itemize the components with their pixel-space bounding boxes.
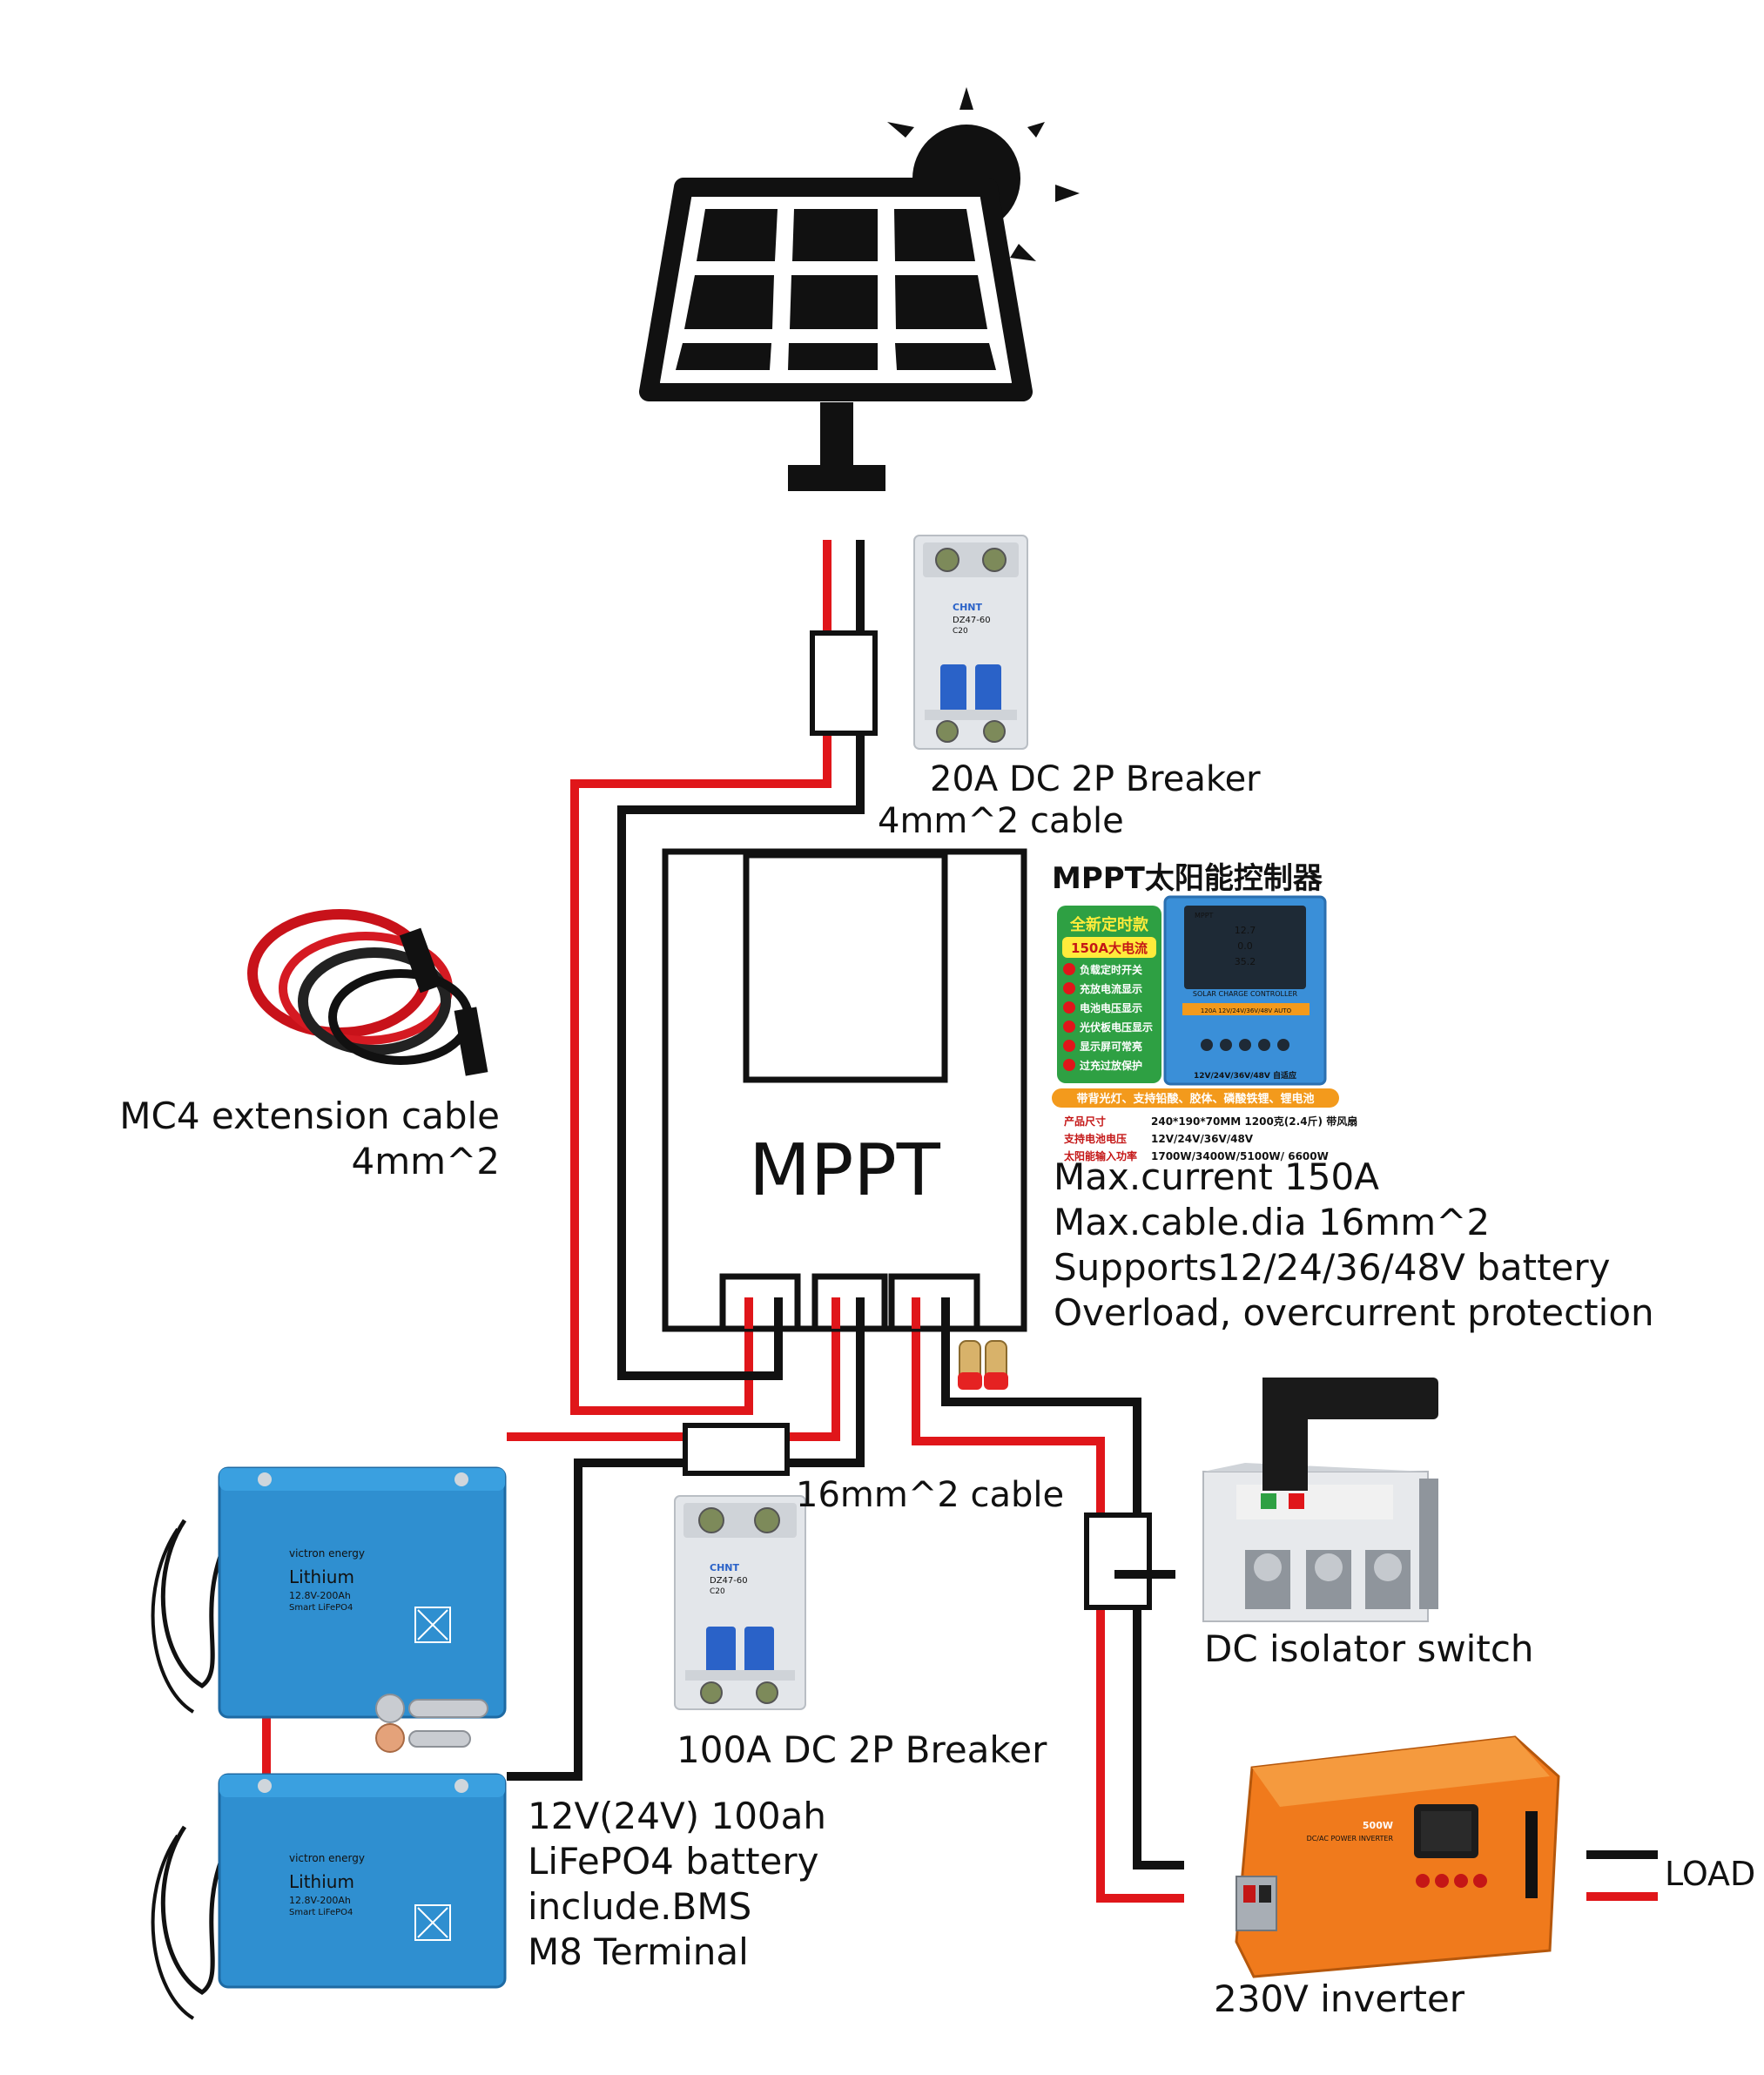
check-icon	[1063, 982, 1075, 994]
svg-text:0.0: 0.0	[1237, 940, 1253, 952]
svg-text:12.8V-200Ah: 12.8V-200Ah	[289, 1895, 351, 1906]
check-icon	[1063, 963, 1075, 975]
svg-text:Lithium: Lithium	[289, 1566, 354, 1587]
svg-text:带背光灯、支持铅酸、胶体、磷酸铁锂、锂电池: 带背光灯、支持铅酸、胶体、磷酸铁锂、锂电池	[1076, 1092, 1314, 1106]
controller-ad-title: MPPT太阳能控制器	[1052, 861, 1323, 896]
spec-row-value: 12V/24V/36V/48V	[1151, 1133, 1254, 1145]
battery-spec-line: LiFePO4 battery	[528, 1840, 819, 1883]
mc4-cable-size-label: 4mm^2	[352, 1140, 500, 1182]
svg-text:MPPT: MPPT	[1195, 912, 1214, 920]
mppt-spec-line: Max.cable.dia 16mm^2	[1054, 1201, 1490, 1243]
ferrule-icon	[958, 1340, 1008, 1390]
dc-breaker-icon: CHNT DZ47-60 C20	[674, 1495, 806, 1710]
feature-item: 显示屏可常亮	[1080, 1040, 1142, 1053]
svg-text:C20: C20	[953, 627, 968, 636]
svg-text:120A 12V/24V/36V/48V AUTO: 120A 12V/24V/36V/48V AUTO	[1201, 1007, 1292, 1014]
mppt-spec-line: Supports12/24/36/48V battery	[1054, 1246, 1611, 1289]
pv-positive-wire	[570, 540, 832, 1415]
mppt-controller-symbol	[662, 848, 1027, 1332]
battery-cable-label: 16mm^2 cable	[796, 1475, 1064, 1515]
check-icon	[1063, 1021, 1075, 1033]
solar-panel-icon	[639, 178, 1033, 491]
terminal-wire-ends	[744, 1297, 950, 1329]
battery-spec-line: M8 Terminal	[528, 1930, 749, 1973]
svg-text:CHNT: CHNT	[710, 1562, 739, 1573]
load-label: LOAD	[1665, 1855, 1755, 1893]
svg-text:150A大电流: 150A大电流	[1071, 940, 1148, 956]
svg-text:DZ47-60: DZ47-60	[953, 616, 991, 625]
controller-product-card: MPPT太阳能控制器 全新定时款 150A大电流 负载定时开关充放电流显示电池电…	[1052, 861, 1357, 1162]
svg-text:Smart LiFePO4: Smart LiFePO4	[289, 1908, 353, 1917]
inverter-icon: 500W DC/AC POWER INVERTER	[1235, 1735, 1560, 1978]
svg-text:DC/AC POWER INVERTER: DC/AC POWER INVERTER	[1307, 1835, 1394, 1843]
battery-positive-wire	[507, 1297, 840, 1441]
breaker-20a-label: 20A DC 2P Breaker	[930, 759, 1261, 799]
svg-text:500W: 500W	[1363, 1820, 1393, 1831]
cable-lug-icon	[375, 1694, 488, 1753]
svg-text:全新定时款: 全新定时款	[1069, 915, 1149, 934]
battery-fuse-box	[683, 1423, 790, 1476]
inverter-label: 230V inverter	[1214, 1977, 1465, 2020]
spec-row-value: 1700W/3400W/5100W/ 6600W	[1151, 1150, 1329, 1162]
battery-spec-line: 12V(24V) 100ah	[528, 1795, 826, 1837]
spec-row-value: 240*190*70MM 1200克(2.4斤) 带风扇	[1151, 1115, 1357, 1128]
svg-text:12V/24V/36V/48V 自适应: 12V/24V/36V/48V 自适应	[1194, 1070, 1296, 1081]
check-icon	[1063, 1059, 1075, 1071]
dc-isolator-icon	[1202, 1378, 1438, 1622]
pv-cable-label: 4mm^2 cable	[878, 801, 1124, 841]
svg-text:victron energy: victron energy	[289, 1852, 365, 1864]
mc4-cable-label: MC4 extension cable	[119, 1095, 500, 1137]
svg-text:Smart LiFePO4: Smart LiFePO4	[289, 1603, 353, 1613]
spec-row-key: 太阳能输入功率	[1064, 1149, 1137, 1162]
mc4-cable-icon	[247, 909, 488, 1076]
lithium-battery-icon: victron energy Lithium 12.8V-200Ah Smart…	[151, 1466, 507, 1719]
check-icon	[1063, 1001, 1075, 1014]
mppt-label: MPPT	[749, 1129, 941, 1212]
svg-text:12.8V-200Ah: 12.8V-200Ah	[289, 1590, 351, 1601]
wires	[262, 540, 1658, 1903]
feature-item: 负载定时开关	[1080, 963, 1142, 976]
load-negative-wire	[941, 1297, 1184, 1870]
svg-text:DZ47-60: DZ47-60	[710, 1576, 748, 1586]
spec-row-key: 支持电池电压	[1063, 1132, 1127, 1145]
feature-item: 充放电流显示	[1080, 982, 1142, 995]
svg-text:CHNT: CHNT	[953, 602, 982, 613]
battery-negative-wire	[507, 1297, 865, 1781]
pv-negative-wire	[617, 540, 865, 1380]
isolator-label: DC isolator switch	[1204, 1627, 1534, 1670]
load-positive-wire	[912, 1297, 1184, 1903]
feature-item: 光伏板电压显示	[1079, 1021, 1153, 1034]
svg-text:Lithium: Lithium	[289, 1871, 354, 1892]
feature-item: 电池电压显示	[1080, 1001, 1142, 1014]
breaker-100a-label: 100A DC 2P Breaker	[677, 1728, 1047, 1771]
spec-row-key: 产品尺寸	[1064, 1115, 1106, 1128]
check-icon	[1063, 1040, 1075, 1052]
mppt-spec-line: Overload, overcurrent protection	[1054, 1291, 1654, 1334]
svg-text:35.2: 35.2	[1235, 956, 1256, 967]
lithium-battery-icon: victron energy Lithium 12.8V-200Ah Smart…	[151, 1773, 507, 2020]
dc-breaker-icon: CHNT DZ47-60 C20	[913, 535, 1028, 750]
svg-text:SOLAR CHARGE CONTROLLER: SOLAR CHARGE CONTROLLER	[1193, 990, 1298, 998]
svg-text:C20: C20	[710, 1587, 725, 1596]
svg-text:victron energy: victron energy	[289, 1547, 365, 1560]
battery-spec-line: include.BMS	[528, 1885, 751, 1928]
mppt-spec-line: Max.current 150A	[1054, 1155, 1379, 1198]
svg-text:12.7: 12.7	[1235, 925, 1256, 936]
isolator-symbol	[1084, 1512, 1175, 1610]
pv-fuse-box	[810, 630, 878, 736]
feature-item: 过充过放保护	[1080, 1059, 1142, 1072]
